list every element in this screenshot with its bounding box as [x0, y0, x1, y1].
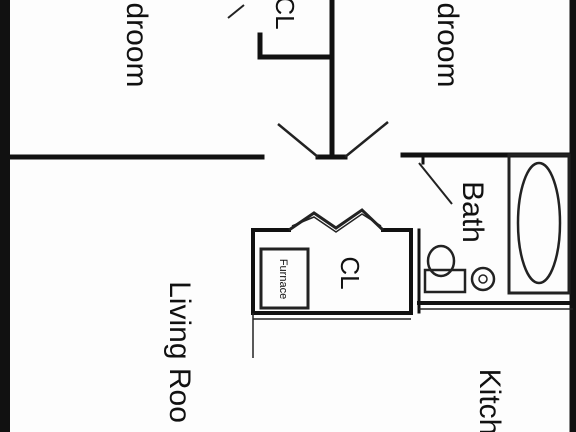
closet-top-door — [227, 4, 245, 19]
door-swing-right — [344, 121, 389, 158]
living-room-label: Living Roo — [163, 281, 196, 423]
furnace — [259, 247, 310, 310]
bedroom-right-label: droom — [431, 2, 464, 87]
bathtub — [507, 153, 571, 295]
closet-top-label: CL — [270, 0, 300, 30]
closet-top-walls — [257, 0, 335, 60]
closet-hall-bifold-door-inner — [291, 213, 382, 233]
toilet — [423, 244, 467, 294]
bathtub-basin — [516, 161, 562, 285]
bath-door-swing — [418, 162, 453, 205]
kitchen-label: Kitch — [473, 369, 506, 432]
sink — [470, 266, 496, 292]
closet-hall-label: CL — [335, 256, 365, 289]
closet-hall-walls — [251, 228, 413, 315]
bath-label: Bath — [456, 181, 489, 243]
door-swing-left — [277, 123, 319, 158]
closet-hall-bifold-door — [288, 208, 385, 232]
furnace-label: Furnace — [277, 259, 289, 299]
bedroom-left-label: droom — [120, 2, 153, 87]
